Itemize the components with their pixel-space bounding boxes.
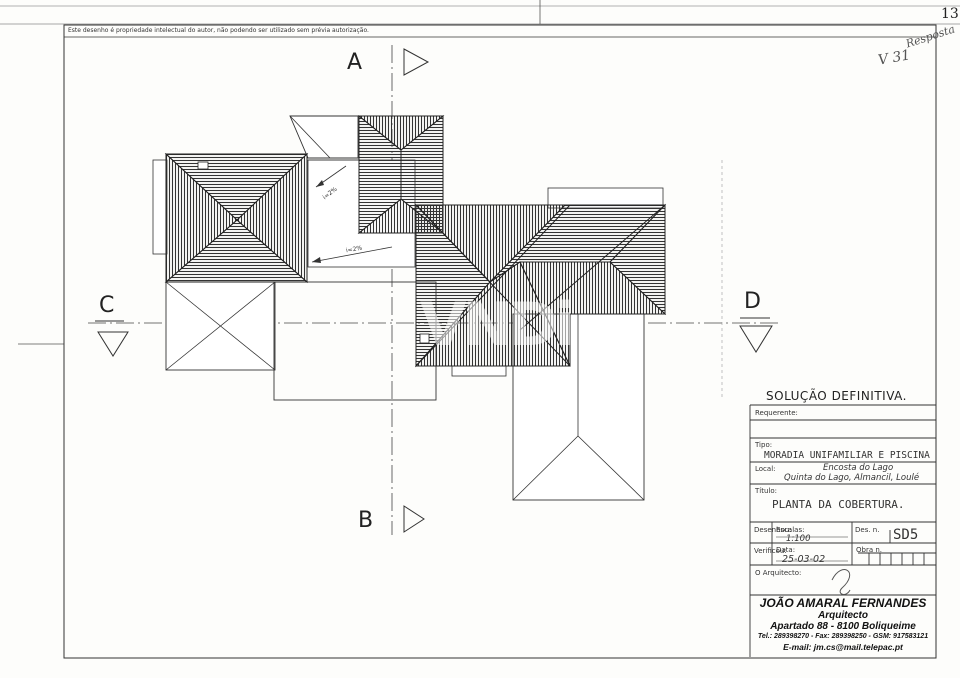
title-block-heading: SOLUÇÃO DEFINITIVA. [766, 389, 907, 403]
data-label: Data: [776, 546, 796, 554]
arrow-b-icon [403, 505, 425, 533]
architect-email: E-mail: jm.cs@mail.telepac.pt [783, 642, 903, 652]
architect-phones: Tel.: 289398270 - Fax: 289398250 - GSM: … [757, 633, 929, 640]
escalas-value: 1:100 [786, 534, 811, 544]
des-n-value: SD5 [893, 527, 919, 543]
data-value: 25-03-02 [782, 554, 826, 565]
titulo-label: Título: [755, 487, 777, 495]
section-mark-a: A [347, 50, 363, 75]
requerente-label: Requerente: [755, 409, 798, 417]
title-block [749, 404, 936, 657]
tipo-value: MORADIA UNIFAMILIAR E PISCINA [764, 450, 930, 461]
copyright-notice: Este desenho é propriedade intelectual d… [68, 27, 369, 34]
signature-scribble [831, 569, 851, 595]
architect-stamp: JOÃO AMARAL FERNANDES Arquitecto Apartad… [752, 596, 934, 652]
des-n-label: Des. n. [855, 526, 880, 534]
arquitecto-label: O Arquitecto: [755, 569, 802, 577]
sheet-number: 13 [941, 6, 959, 22]
titulo-value: PLANTA DA COBERTURA. [772, 498, 905, 511]
verificou-label: Verificou: [754, 547, 787, 555]
architect-address: Apartado 88 - 8100 Boliqueime [770, 621, 916, 632]
local-line-1: Encosta do Lago [823, 463, 894, 473]
section-mark-c: C [99, 293, 115, 318]
desenhou-label: Desenhou: [754, 526, 792, 534]
architect-role: Arquitecto [818, 610, 868, 621]
escalas-label: Escalas: [776, 526, 805, 534]
architect-name: JOÃO AMARAL FERNANDES [759, 596, 927, 610]
terrace-central [273, 281, 437, 401]
arrow-d-icon [739, 325, 773, 353]
arrow-c-icon [97, 331, 129, 357]
watermark: VNDi [420, 290, 575, 360]
obra-n-label: Obra n. [856, 546, 883, 554]
sheet-frame [63, 24, 937, 659]
local-label: Local: [755, 465, 776, 473]
section-mark-d: D [744, 289, 761, 314]
local-line-2: Quinta do Lago, Almancil, Loulé [784, 473, 920, 483]
section-mark-b: B [358, 508, 374, 533]
tipo-label: Tipo: [755, 441, 773, 449]
arrow-a-icon [403, 48, 430, 76]
